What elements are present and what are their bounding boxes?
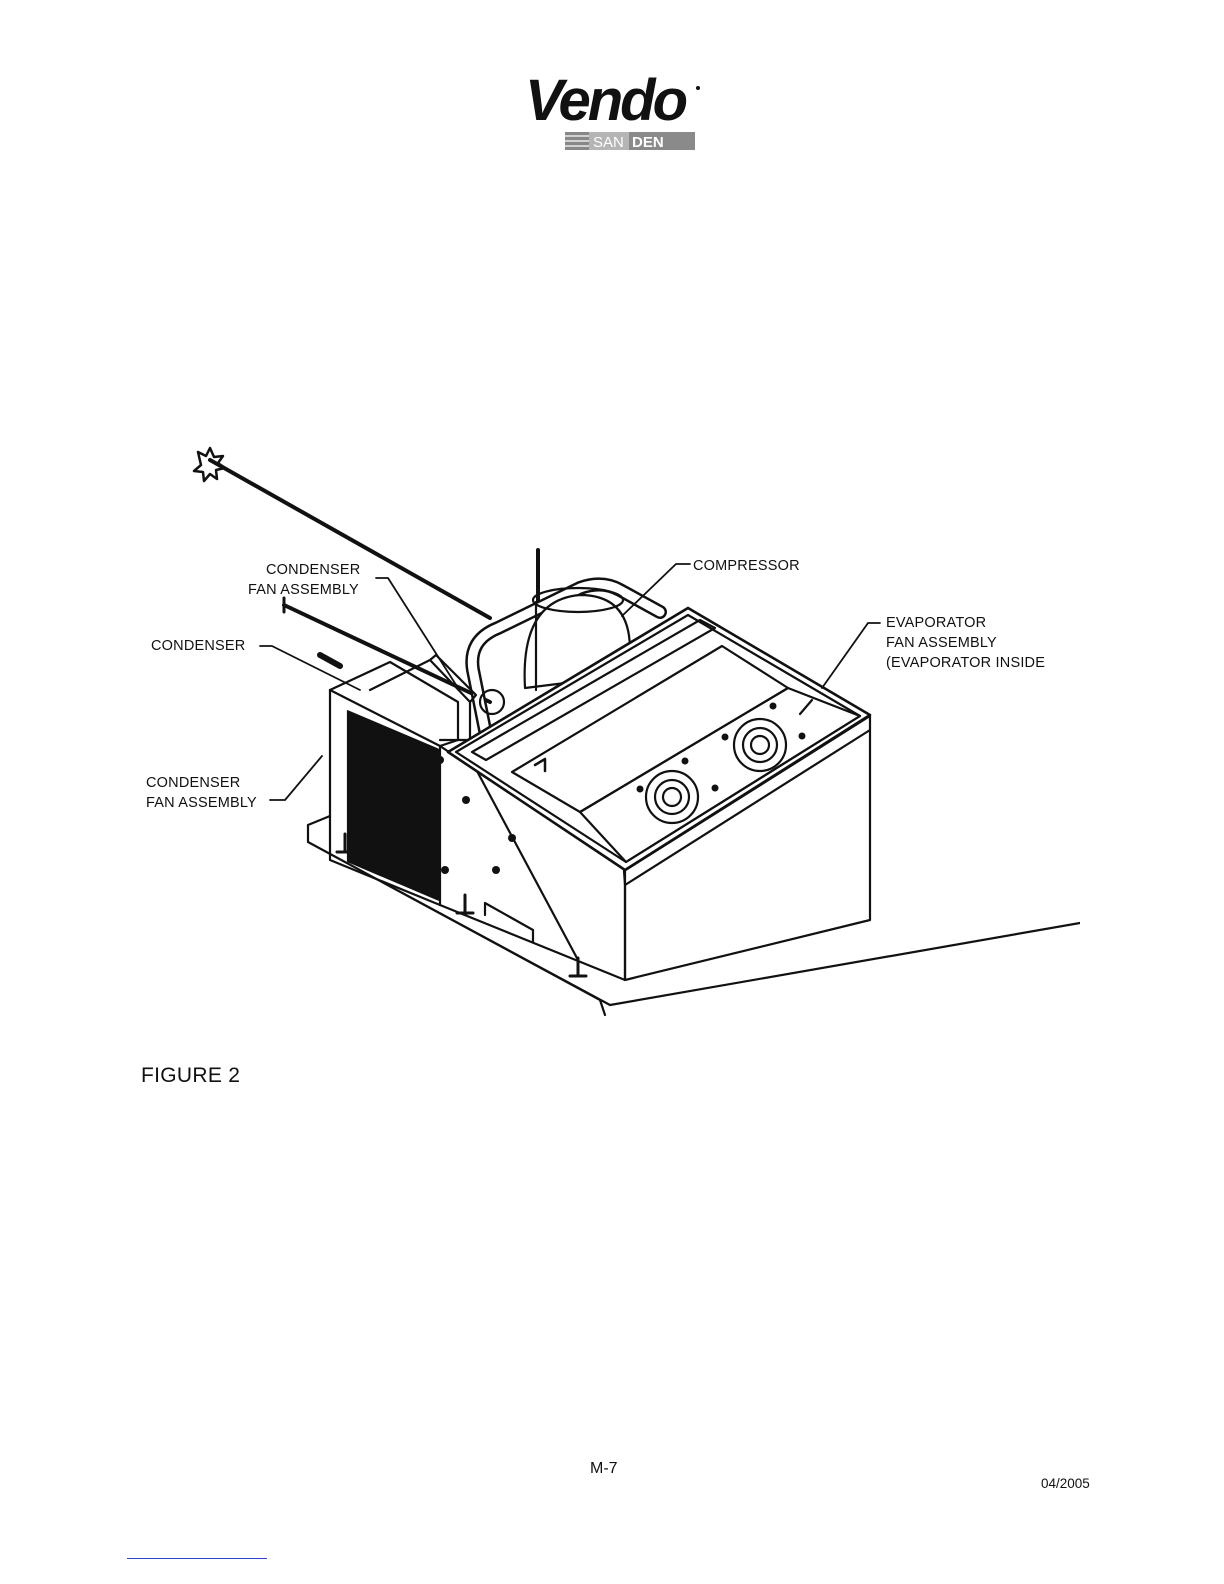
- callout-evaporator-fan-assembly: EVAPORATOR FAN ASSEMBLY (EVAPORATOR INSI…: [886, 613, 1045, 673]
- logo-sub-left-text: SAN: [593, 134, 624, 151]
- figure-caption: FIGURE 2: [141, 1064, 240, 1088]
- logo-brand-text: Vendo: [525, 68, 687, 133]
- callout-condenser-fan-assembly-bottom: CONDENSER FAN ASSEMBLY: [146, 773, 257, 813]
- callout-condenser: CONDENSER: [151, 636, 245, 656]
- footer-link-underline[interactable]: [127, 1558, 267, 1559]
- callout-condenser-fan-assembly-top: CONDENSER FAN ASSEMBLY: [265, 560, 360, 600]
- refrigeration-unit-illustration: [140, 440, 1080, 1020]
- callout-compressor: COMPRESSOR: [693, 556, 800, 576]
- revision-date: 04/2005: [1041, 1476, 1090, 1491]
- vendo-sanden-logo: Vendo SAN DEN: [505, 62, 705, 154]
- logo-sub-right-text: DEN: [632, 134, 664, 151]
- page-number: M-7: [590, 1460, 618, 1478]
